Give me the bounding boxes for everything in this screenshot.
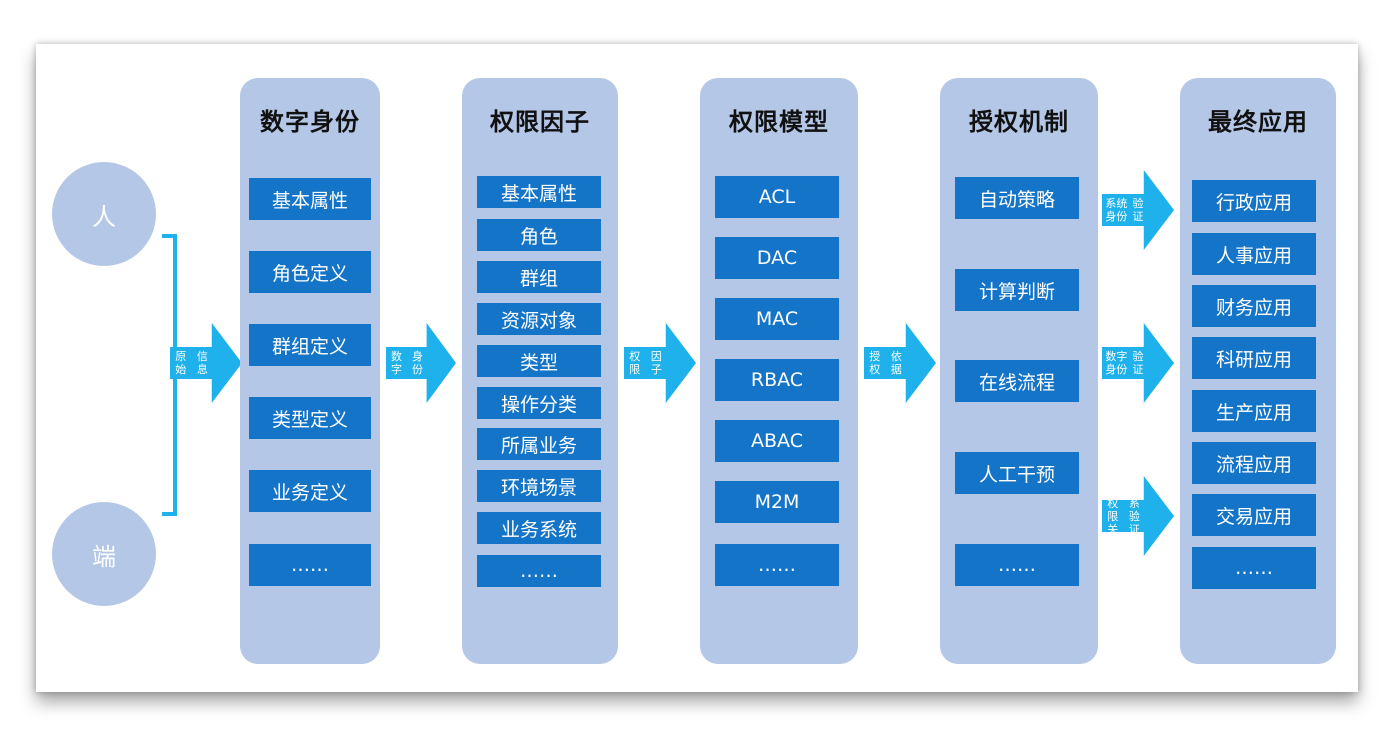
item-box: 角色: [477, 219, 601, 251]
column-authorization-mechanism: 授权机制 自动策略 计算判断 在线流程 人工干预 ……: [940, 78, 1098, 664]
item-box: 在线流程: [955, 360, 1079, 402]
column-title: 权限模型: [729, 108, 829, 136]
item-box: ……: [249, 544, 371, 586]
item-box: MAC: [715, 298, 839, 340]
item-box: 生产应用: [1192, 390, 1316, 432]
item-box: M2M: [715, 481, 839, 523]
column-final-applications: 最终应用 行政应用 人事应用 财务应用 科研应用 生产应用 流程应用 交易应用 …: [1180, 78, 1336, 664]
column-digital-identity: 数字身份 基本属性 角色定义 群组定义 类型定义 业务定义 ……: [240, 78, 380, 664]
item-box: ……: [477, 555, 601, 587]
source-person-label: 人: [92, 202, 116, 231]
item-box: ……: [715, 544, 839, 586]
item-box: 基本属性: [477, 176, 601, 208]
item-box: RBAC: [715, 359, 839, 401]
arrow-authorization-basis-label: 授权依据: [869, 350, 902, 376]
item-box: 群组: [477, 261, 601, 293]
item-box: 操作分类: [477, 387, 601, 419]
item-box: 基本属性: [249, 178, 371, 220]
item-box: 财务应用: [1192, 285, 1316, 327]
column-permission-models: 权限模型 ACL DAC MAC RBAC ABAC M2M ……: [700, 78, 858, 664]
item-box: 行政应用: [1192, 180, 1316, 222]
arrow-permission-relation-verify-label: 权限关系验证: [1107, 496, 1140, 536]
item-box: 所属业务: [477, 428, 601, 460]
column-title: 数字身份: [260, 108, 360, 136]
item-box: 科研应用: [1192, 337, 1316, 379]
arrow-digital-identity-label: 数字身份: [391, 350, 423, 376]
item-box: 人工干预: [955, 452, 1079, 494]
item-box: 交易应用: [1192, 494, 1316, 536]
item-box: 类型: [477, 345, 601, 377]
item-box: 角色定义: [249, 251, 371, 293]
item-box: 环境场景: [477, 470, 601, 502]
arrow-system-identity-verify-label: 系统身份验证: [1105, 197, 1144, 223]
item-box: 流程应用: [1192, 442, 1316, 484]
source-terminal-label: 端: [92, 542, 116, 571]
item-box: ……: [955, 544, 1079, 586]
item-box: ACL: [715, 176, 839, 218]
item-box: 计算判断: [955, 269, 1079, 311]
column-title: 最终应用: [1208, 108, 1308, 136]
column-title: 权限因子: [490, 108, 590, 136]
arrow-raw-info-label: 原始信息: [175, 350, 208, 376]
item-box: 类型定义: [249, 397, 371, 439]
item-box: 资源对象: [477, 303, 601, 335]
column-title: 授权机制: [969, 108, 1069, 136]
item-box: DAC: [715, 237, 839, 279]
arrow-digital-identity-verify-label: 数字身份验证: [1105, 350, 1144, 376]
arrow-permission-factors-label: 权限因子: [629, 350, 662, 376]
source-terminal-circle: 端: [52, 502, 156, 606]
source-person-circle: 人: [52, 162, 156, 266]
item-box: ABAC: [715, 420, 839, 462]
item-box: ……: [1192, 547, 1316, 589]
item-box: 业务系统: [477, 512, 601, 544]
item-box: 业务定义: [249, 470, 371, 512]
item-box: 人事应用: [1192, 233, 1316, 275]
column-permission-factors: 权限因子 基本属性 角色 群组 资源对象 类型 操作分类 所属业务 环境场景 业…: [462, 78, 618, 664]
item-box: 自动策略: [955, 177, 1079, 219]
item-box: 群组定义: [249, 324, 371, 366]
